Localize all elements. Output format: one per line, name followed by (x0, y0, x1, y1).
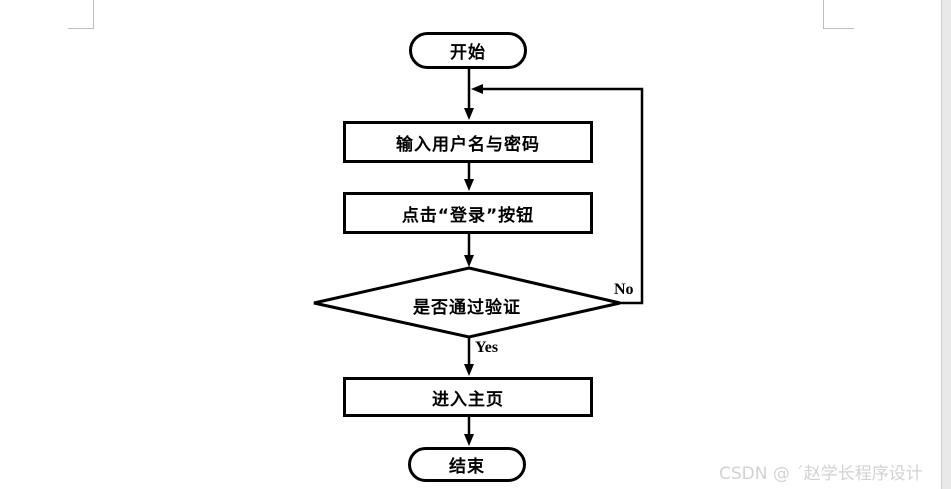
arrowhead-left-icon (471, 84, 483, 94)
flow-node-start-label: 开始 (450, 43, 486, 63)
crop-mark-top-left-horizontal (68, 28, 94, 29)
flow-node-end: 结束 (408, 447, 526, 482)
flow-node-input-credentials-label: 输入用户名与密码 (396, 134, 540, 155)
arrowhead-down-icon (464, 255, 474, 267)
flow-node-click-login-label: 点击“登录”按钮 (401, 205, 535, 226)
flow-node-input-credentials: 输入用户名与密码 (343, 121, 593, 163)
edge-verify-no-feedback (481, 87, 644, 305)
flow-node-verify-label: 是否通过验证 (413, 298, 521, 318)
flow-node-enter-home: 进入主页 (343, 377, 593, 417)
arrowhead-down-icon (464, 179, 474, 191)
decision-diamond-shape (313, 266, 621, 339)
crop-mark-top-left-vertical (93, 0, 94, 29)
scrollbar-track[interactable] (941, 0, 951, 489)
arrowhead-down-icon (464, 364, 474, 376)
arrowhead-down-icon (464, 434, 474, 446)
crop-mark-top-right-horizontal (823, 28, 854, 29)
arrowhead-down-icon (464, 108, 474, 120)
edge-label-no: No (614, 281, 634, 298)
flow-node-click-login: 点击“登录”按钮 (343, 192, 593, 234)
csdn-watermark: CSDN @ ´赵学长程序设计 (719, 464, 923, 484)
crop-mark-top-right-vertical (823, 0, 824, 29)
edge-label-yes: Yes (475, 339, 499, 356)
flow-node-start: 开始 (409, 32, 527, 69)
flow-node-end-label: 结束 (449, 457, 485, 477)
flow-node-enter-home-label: 进入主页 (432, 389, 504, 410)
